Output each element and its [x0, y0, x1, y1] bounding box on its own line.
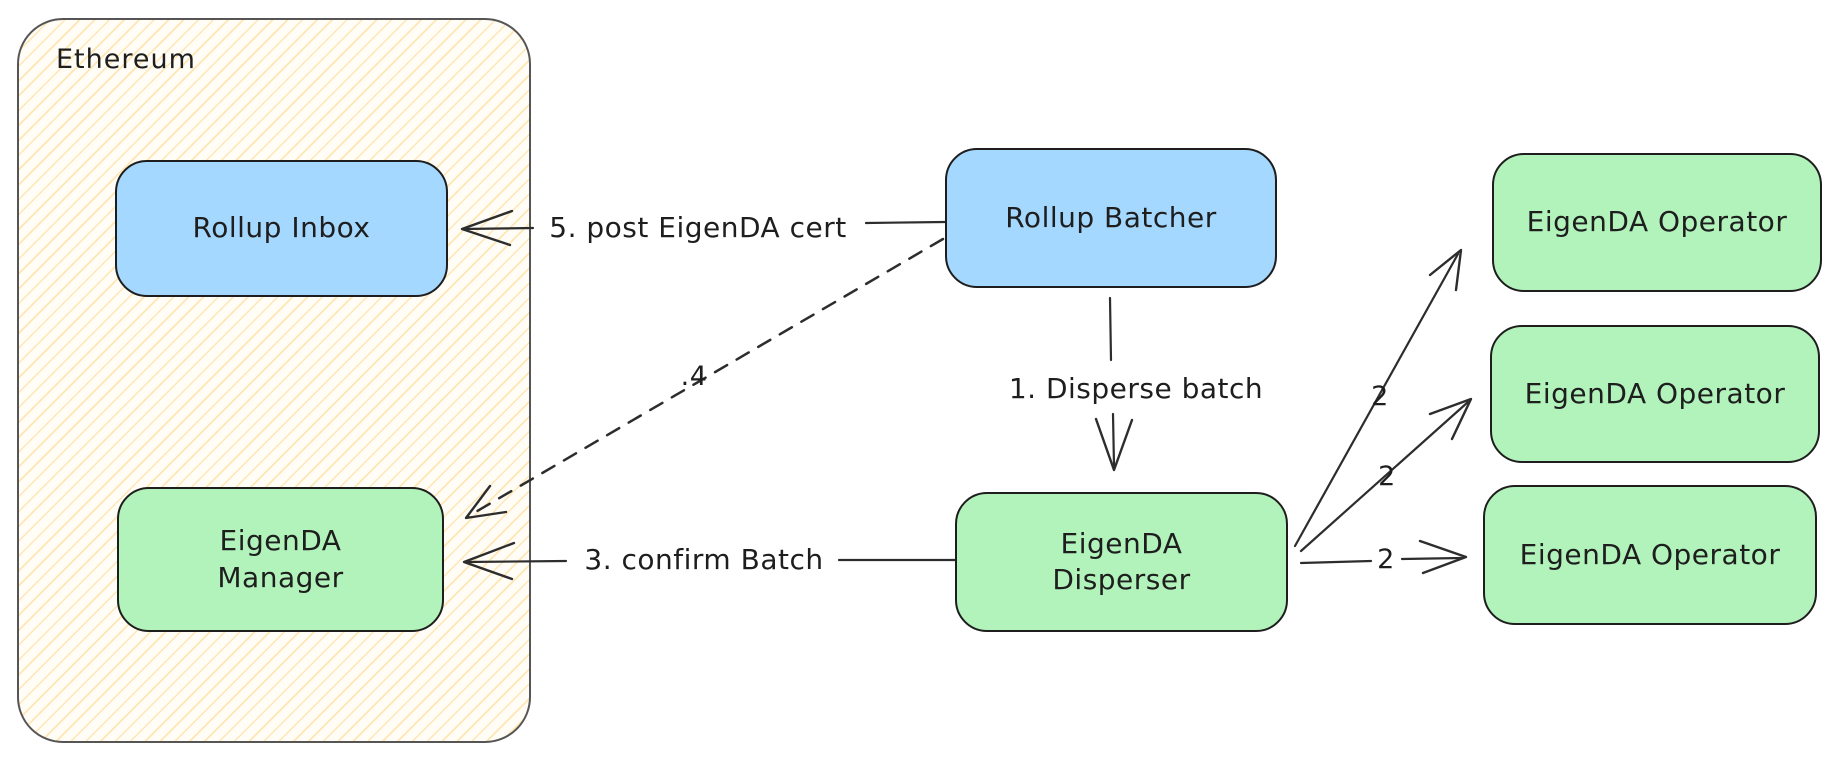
arrow-op-middle-head [1428, 397, 1473, 441]
arrow-disperse-head [1094, 417, 1134, 472]
arrow-op-top-head [1428, 248, 1463, 292]
arrow-disperse-seg2 [1111, 412, 1116, 468]
ethereum-container-label: Ethereum [56, 44, 196, 75]
arrow-disperse-seg1 [1108, 296, 1113, 362]
node-eigenda-operator-middle: EigenDA Operator [1490, 325, 1820, 463]
ethereum-container [17, 18, 531, 743]
node-rollup-inbox: Rollup Inbox [115, 160, 448, 297]
node-rollup-batcher: Rollup Batcher [945, 148, 1277, 288]
edge-label-post-cert: 5. post EigenDA cert [549, 210, 847, 244]
edge-label-2-middle: 2 [1378, 460, 1396, 492]
edge-label-confirm-batch: 3. confirm Batch [584, 542, 824, 576]
node-eigenda-manager: EigenDA Manager [117, 487, 444, 632]
node-eigenda-operator-bottom: EigenDA Operator [1483, 485, 1817, 625]
arrow-op-bottom-seg1 [1299, 559, 1373, 565]
node-eigenda-operator-top: EigenDA Operator [1492, 153, 1822, 292]
edge-label-4: .4 [680, 360, 708, 392]
edge-label-disperse-batch: 1. Disperse batch [1008, 371, 1264, 405]
edge-label-2-bottom: 2 [1377, 543, 1395, 575]
arrow-post-cert-tail [864, 220, 947, 225]
arrow-op-bottom-head [1418, 539, 1468, 575]
node-eigenda-disperser: EigenDA Disperser [955, 492, 1288, 632]
arrow-op-bottom-seg2 [1400, 556, 1464, 561]
edge-label-2-top: 2 [1371, 380, 1389, 412]
